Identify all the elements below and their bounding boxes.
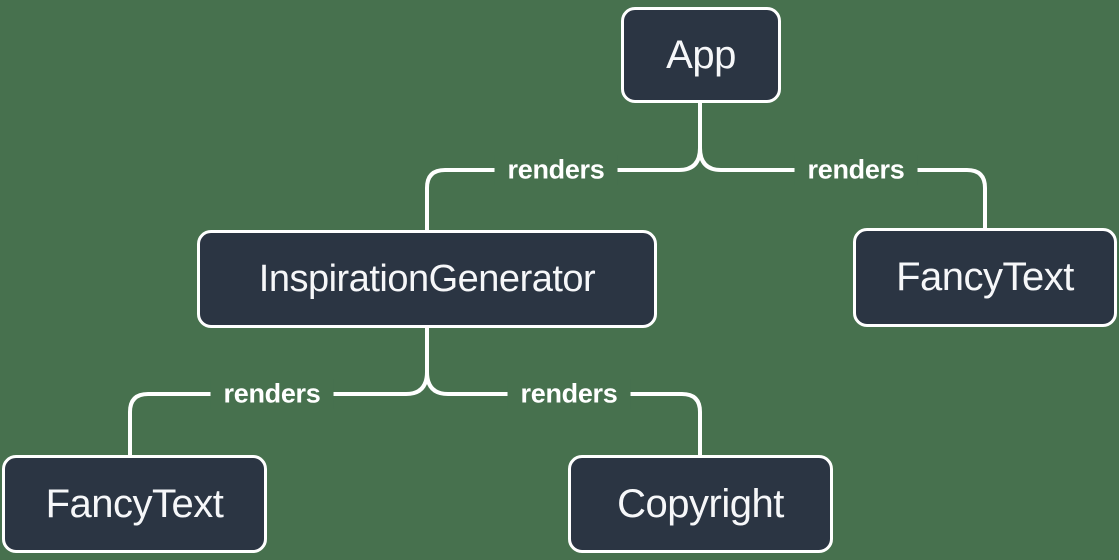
edge-inspirationgenerator-to-copyright	[425, 370, 702, 457]
node-fancy-text-left: FancyText	[2, 455, 267, 553]
node-inspiration-generator: InspirationGenerator	[197, 230, 657, 328]
node-copyright: Copyright	[568, 455, 833, 553]
edge-inspirationgenerator-to-fancytext	[128, 370, 429, 457]
node-inspiration-generator-label: InspirationGenerator	[258, 257, 596, 300]
node-fancy-text-right: FancyText	[853, 228, 1117, 327]
edge-label-renders-inspiration-fancytext: renders	[210, 378, 334, 410]
edge-label-renders-inspiration-copyright: renders	[507, 378, 631, 410]
node-fancy-text-left-label: FancyText	[45, 481, 224, 526]
edge-app-to-fancytext	[698, 146, 987, 230]
edge-app-to-inspirationgenerator	[425, 146, 702, 232]
node-fancy-text-right-label: FancyText	[896, 255, 1074, 299]
edge-label-renders-app-inspiration: renders	[494, 154, 618, 186]
node-copyright-label: Copyright	[617, 481, 784, 526]
edge-label-renders-app-fancytext: renders	[794, 154, 918, 186]
node-app-label: App	[666, 32, 736, 77]
node-app: App	[621, 7, 781, 103]
